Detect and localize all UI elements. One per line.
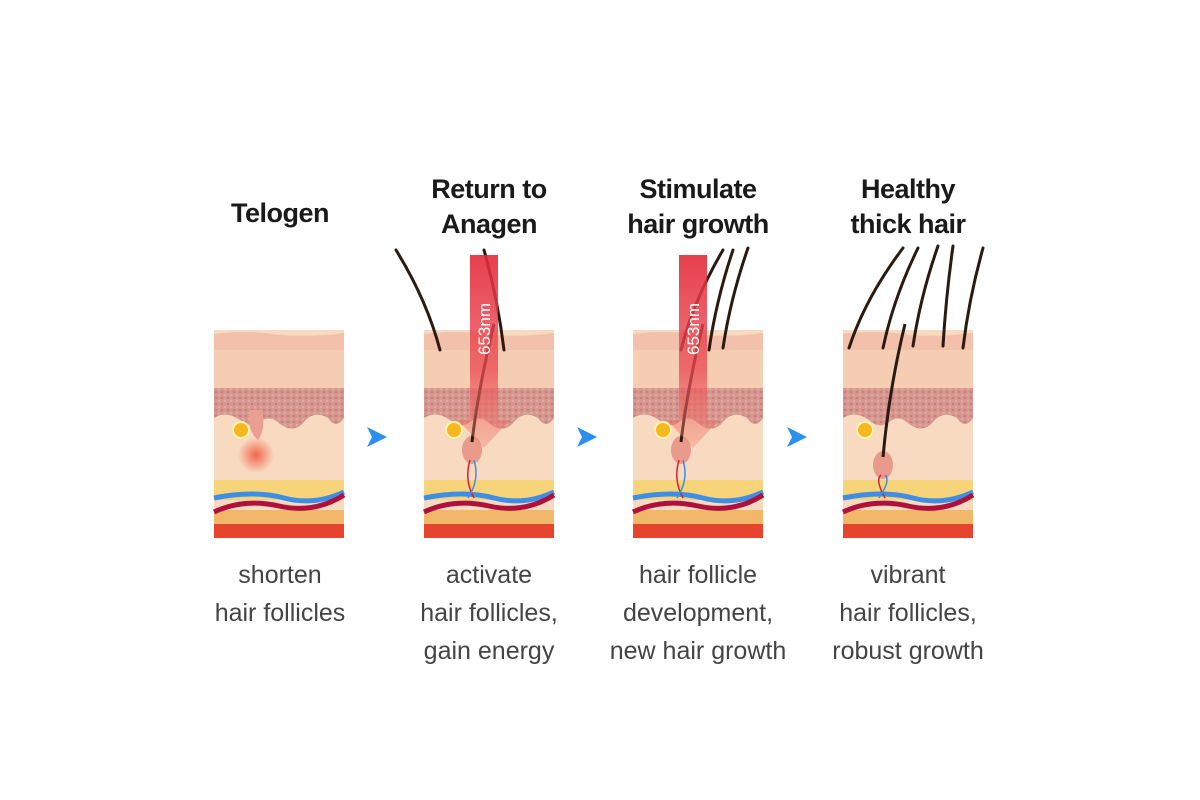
stage-title-line: Return to xyxy=(431,174,547,204)
artery xyxy=(422,492,556,515)
sebaceous-gland xyxy=(654,421,672,439)
stage-title-line: Healthy xyxy=(860,174,956,204)
skin-cross-section xyxy=(212,330,346,538)
stage-title: Return to Anagen xyxy=(379,172,599,242)
upper-dermis xyxy=(843,350,973,388)
hair-strand xyxy=(911,244,940,348)
skin-cross-section xyxy=(841,244,985,538)
inflammation-glow xyxy=(238,437,274,473)
subcutis-layer xyxy=(214,510,344,524)
hair-bulb xyxy=(462,436,482,464)
hair-bulb xyxy=(671,436,691,464)
next-stage-arrow-icon xyxy=(367,427,387,447)
red-light-beam: 653nm xyxy=(458,255,510,448)
next-stage-arrow-icon xyxy=(787,427,807,447)
muscle-layer xyxy=(633,524,763,538)
subcutis-layer xyxy=(633,510,763,524)
muscle-layer xyxy=(214,524,344,538)
skin-cross-section: 653nm xyxy=(631,246,765,538)
stage-caption-line: hair follicle xyxy=(638,561,758,589)
capillary xyxy=(676,459,684,499)
artery xyxy=(212,492,346,515)
hair-strand xyxy=(881,246,920,350)
dermis-layer xyxy=(843,388,973,429)
stage-caption-line: hair follicles, xyxy=(839,599,977,627)
muscle-layer xyxy=(843,524,973,538)
skin-cross-section: 653nm xyxy=(394,248,556,538)
hair-strand xyxy=(721,246,750,350)
next-stage-arrow-icon xyxy=(577,427,597,447)
hair-strand xyxy=(961,246,985,350)
hair-strand xyxy=(847,246,905,350)
follicle xyxy=(249,410,264,440)
wavelength-label: 653nm xyxy=(475,303,494,355)
light-arrow xyxy=(458,255,510,448)
stage-caption: shorten hair follicles xyxy=(160,556,400,632)
stage-caption-line: hair follicles, xyxy=(420,599,558,627)
vein xyxy=(632,489,765,504)
upper-dermis xyxy=(214,350,344,388)
stage-title-line: Telogen xyxy=(230,198,330,228)
epidermis-layer xyxy=(214,332,344,350)
artery xyxy=(841,492,975,515)
sebaceous-gland xyxy=(445,421,463,439)
capillary xyxy=(467,459,477,499)
stage-caption: activate hair follicles, gain energy xyxy=(369,556,609,670)
hair-bulb xyxy=(873,451,893,479)
sebaceous-gland xyxy=(232,421,250,439)
stage-title-line: thick hair xyxy=(850,209,966,239)
stage-caption: hair follicle development, new hair growth xyxy=(578,556,818,670)
capillary xyxy=(676,459,686,499)
muscle-layer xyxy=(424,524,554,538)
light-arrow xyxy=(667,255,719,448)
hair-strand xyxy=(941,244,955,348)
stage-caption-line: shorten xyxy=(238,561,322,589)
stage-title: Healthy thick hair xyxy=(798,172,1018,242)
vein xyxy=(213,489,346,504)
wavelength-label: 653nm xyxy=(684,303,703,355)
vein xyxy=(842,489,975,504)
artery xyxy=(631,492,765,515)
stage-caption-line: gain energy xyxy=(423,637,555,665)
stage-title: Telogen xyxy=(170,196,390,231)
stage-caption-line: hair follicles xyxy=(214,599,346,627)
capillary xyxy=(878,474,886,499)
hair-strand xyxy=(707,248,735,352)
dermis-layer xyxy=(214,388,344,429)
stage-caption-line: development, xyxy=(622,599,774,627)
stage-title: Stimulate hair growth xyxy=(588,172,808,242)
stage-title-line: hair growth xyxy=(627,209,769,239)
hair-shaft xyxy=(881,323,907,458)
capillary xyxy=(878,474,888,499)
subcutis-layer xyxy=(843,510,973,524)
stage-caption-line: activate xyxy=(445,561,533,589)
capillary xyxy=(467,459,475,499)
sebaceous-gland xyxy=(856,421,874,439)
red-light-beam: 653nm xyxy=(667,255,719,448)
stage-caption-line: vibrant xyxy=(870,561,946,589)
stage-caption-line: new hair growth xyxy=(609,637,787,665)
epidermis-layer xyxy=(843,332,973,350)
stage-caption-line: robust growth xyxy=(832,637,984,665)
subcutis-layer xyxy=(424,510,554,524)
hair-strand xyxy=(394,248,442,352)
stage-title-line: Stimulate xyxy=(639,174,757,204)
stage-caption: vibrant hair follicles, robust growth xyxy=(788,556,1028,670)
stage-title-line: Anagen xyxy=(440,209,538,239)
vein xyxy=(423,489,556,504)
